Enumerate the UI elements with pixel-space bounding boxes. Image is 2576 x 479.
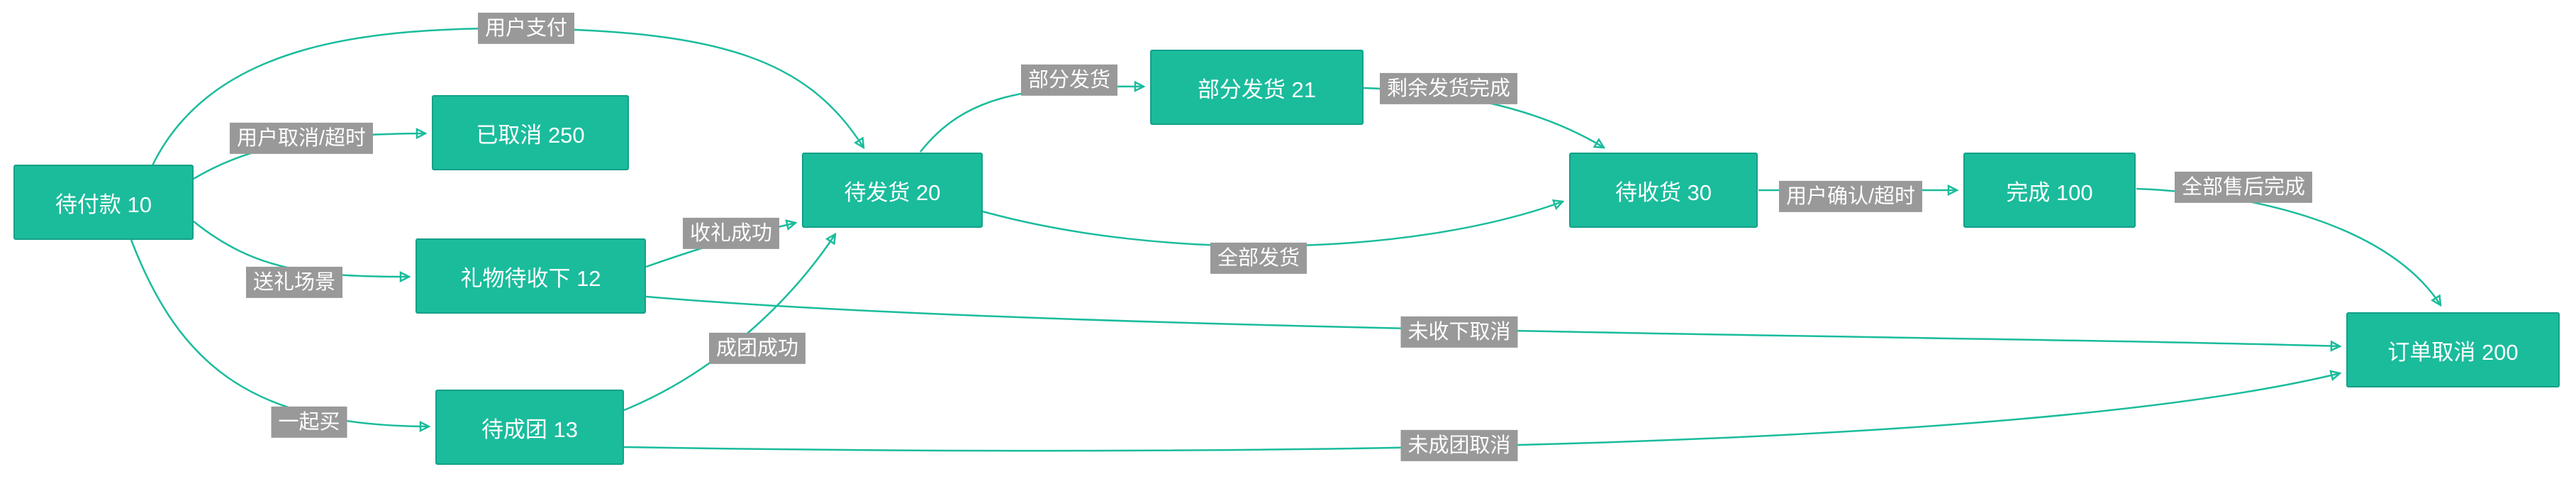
edge-label-user-pay: 用户支付 [477, 12, 575, 45]
edge-full-ship [982, 202, 1563, 248]
node-pending-group: 待成团 13 [435, 390, 624, 465]
edge-all-aftersale-complete [2136, 187, 2441, 305]
edge-label-group-success: 成团成功 [708, 332, 806, 365]
node-order-cancelled: 订单取消 200 [2346, 312, 2560, 387]
edge-label-all-aftersale-complete: 全部售后完成 [2174, 171, 2313, 204]
edge-buy-together [130, 239, 429, 426]
edge-label-user-confirm-timeout: 用户确认/超时 [1778, 180, 1923, 213]
edge-label-partial-ship: 部分发货 [1020, 64, 1118, 97]
edge-group-success [623, 234, 835, 412]
edge-label-user-cancel-timeout: 用户取消/超时 [229, 122, 374, 155]
node-pending-ship: 待发货 20 [802, 153, 983, 228]
edge-label-buy-together: 一起买 [271, 406, 347, 439]
edge-label-gift-scene: 送礼场景 [245, 266, 343, 299]
edge-label-gift-accept-success: 收礼成功 [682, 217, 780, 250]
node-partial-ship: 部分发货 21 [1150, 50, 1364, 125]
edge-partial-ship [920, 87, 1144, 153]
node-cancelled: 已取消 250 [432, 95, 629, 170]
edge-label-remaining-ship-complete: 剩余发货完成 [1379, 72, 1518, 105]
node-pending-payment: 待付款 10 [13, 165, 194, 240]
node-completed: 完成 100 [1963, 153, 2136, 228]
edge-label-not-accepted-cancel: 未收下取消 [1400, 316, 1518, 348]
edge-label-full-ship: 全部发货 [1210, 242, 1307, 275]
node-pending-receive: 待收货 30 [1569, 153, 1758, 228]
edge-label-group-fail-cancel: 未成团取消 [1400, 429, 1518, 462]
node-gift-pending: 礼物待收下 12 [416, 238, 646, 314]
edge-group-fail-cancel [623, 373, 2340, 452]
